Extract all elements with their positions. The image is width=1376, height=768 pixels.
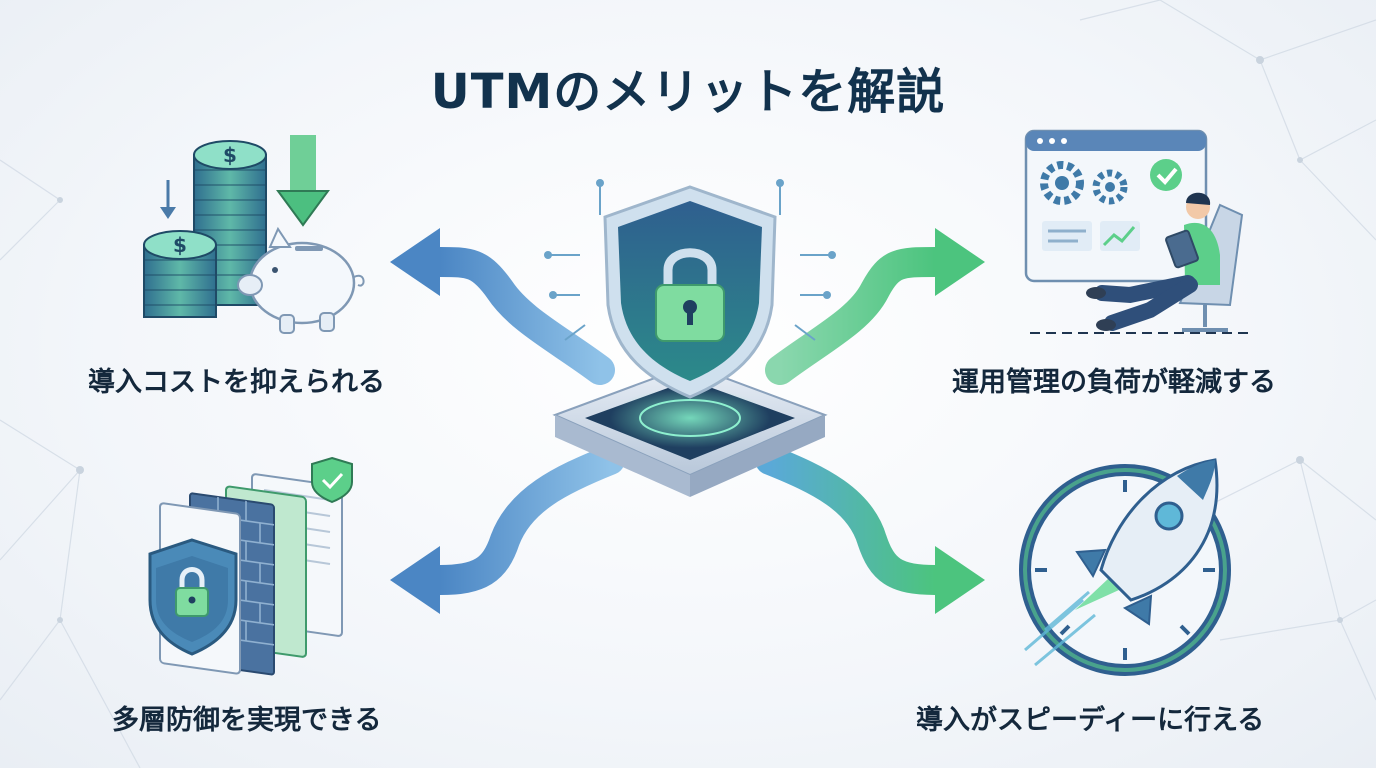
benefit-label-operations: 運用管理の負荷が軽減する <box>952 367 1276 398</box>
arrow-bottom-right <box>755 445 985 614</box>
shield-lock-icon <box>544 179 836 497</box>
benefit-label-cost: 導入コストを抑えられる <box>88 367 385 398</box>
coin-symbol-short: $ <box>173 233 187 257</box>
rocket-clock-icon <box>1019 458 1231 676</box>
firewall-layers-icon <box>148 456 353 676</box>
benefit-label-multilayer: 多層防御を実現できる <box>112 705 382 736</box>
arrow-bottom-left <box>390 445 625 614</box>
coins-piggy-bank-icon: $ $ <box>143 135 365 334</box>
coin-symbol-tall: $ <box>223 143 237 167</box>
benefit-label-speed: 導入がスピーディーに行える <box>916 705 1265 736</box>
dashboard-person-icon <box>1024 129 1250 334</box>
page-title: UTMのメリットを解説 <box>430 64 946 120</box>
arrow-top-left <box>390 228 615 385</box>
arrow-top-right <box>765 228 985 385</box>
